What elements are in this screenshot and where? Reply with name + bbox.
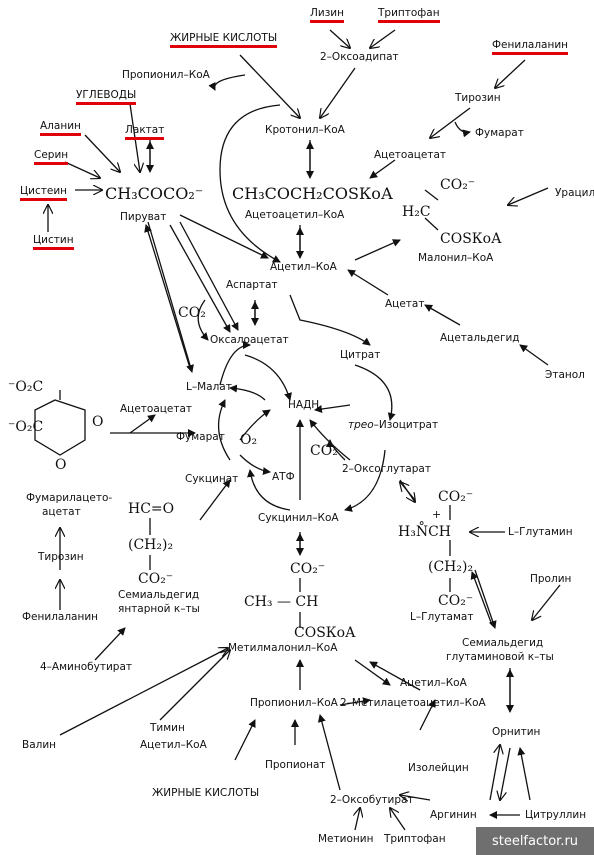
valine-label: Валин [22, 739, 57, 751]
malonyl-co2: CO₂⁻ [440, 177, 476, 193]
co2-right: CO₂ [310, 443, 338, 459]
serine-label: Серин [34, 150, 69, 165]
proline-label: Пролин [530, 573, 572, 585]
threo-prefix: трео [348, 419, 374, 431]
fumarate-right-label: Фумарат [475, 127, 524, 139]
pyruvate-formula: CH₃COCO₂⁻ [105, 184, 204, 203]
acetaldehyde-label: Ацетальдегид [440, 332, 520, 344]
methylacetoacetyl-coa-label: 2–Метилацетоацетил–КоА [340, 697, 486, 709]
watermark: steelfactor.ru [476, 827, 594, 855]
arginine-label: Аргинин [430, 809, 477, 821]
succinic-semialdehyde-label-2: янтарной к–ты [118, 603, 200, 615]
acetyl-coa-lower-label: Ацетил–КоА [400, 677, 467, 689]
fumarate-mid-label: Фумарат [176, 431, 225, 443]
fumarylacetoacetate-label-2: ацетат [42, 506, 81, 518]
succinate-label: Сукцинат [185, 473, 239, 485]
glutamic-semialdehyde-label-1: Семиальдегид [462, 637, 544, 649]
glutamate-nh: H₃N̊CH [398, 524, 451, 540]
fumarylacetoacetate-label-1: Фумарилацето- [26, 492, 113, 504]
l-malate-label: L–Малат [186, 381, 232, 393]
propionate-label: Пропионат [265, 759, 326, 771]
propionyl-coa-top-label: Пропионил–КоА [122, 69, 210, 81]
acetoacetate-top-label: Ацетоацетат [374, 149, 447, 161]
fumarylacetoacetate-co2-a: ⁻O₂C [8, 379, 44, 395]
uracil-label: Урацил [555, 187, 594, 199]
aspartate-label: Аспартат [226, 279, 278, 291]
methionine-label: Метионин [318, 833, 374, 845]
malonyl-cos: COSКоА [440, 231, 502, 247]
o2-formula: O₂ [240, 432, 258, 448]
acetoacetate-mid-label: Ацетоацетат [120, 403, 193, 415]
oxoadipate-label: 2–Оксоадипат [320, 51, 399, 63]
semialdehyde-hc: HC=O [128, 501, 175, 517]
fatty-acids-bottom-label: ЖИРНЫЕ КИСЛОТЫ [152, 787, 260, 799]
citrate-label: Цитрат [340, 349, 381, 361]
nadh-label: НАДН [288, 399, 320, 411]
methylmalonyl-coa-label: Метилмалонил–КоА [228, 642, 338, 654]
methylmalonyl-co2: CO₂⁻ [290, 561, 326, 577]
glutamic-semialdehyde-label-2: глутаминовой к–ты [446, 651, 554, 663]
malonyl-coa-label: Малонил–КоА [418, 252, 494, 264]
malonyl-h2c: H₂C [402, 204, 431, 220]
co2-left: CO₂ [178, 305, 206, 321]
glutamate-co2-bottom: CO₂⁻ [438, 593, 474, 609]
lactate-label: Лактат [125, 125, 165, 140]
crotonyl-coa-label: Кротонил–КоА [265, 124, 345, 136]
phenylalanine-left-label: Фенилаланин [22, 611, 99, 623]
isocitrate-label: трео–Изоцитрат [348, 420, 438, 431]
acetyl-coa-label: Ацетил–КоА [270, 261, 337, 273]
succinyl-coa-label: Сукцинил–КоА [258, 512, 339, 524]
l-glutamate-label: L–Глутамат [410, 611, 474, 623]
tryptophan-bottom-label: Триптофан [384, 833, 446, 845]
tyrosine-right-label: Тирозин [455, 92, 501, 104]
oxobutyrate-label: 2–Оксобутират [330, 794, 414, 806]
acetate-label: Ацетат [385, 298, 425, 310]
fumarylacetoacetate-o1: O [92, 414, 104, 430]
carbohydrates-label: УГЛЕВОДЫ [76, 90, 137, 105]
semialdehyde-ch2: (CH₂)₂ [128, 537, 174, 553]
atp-label: АТФ [272, 471, 295, 483]
ornithine-label: Орнитин [492, 726, 541, 738]
methylmalonyl-ch: CH₃ — CH [244, 594, 319, 610]
alanine-label: Аланин [40, 121, 81, 136]
pyruvate-label: Пируват [120, 211, 167, 223]
glutamate-ch2: (CH₂)₂ [428, 559, 474, 575]
tryptophan-top-label: Триптофан [378, 8, 440, 23]
semialdehyde-co2: CO₂⁻ [138, 571, 174, 587]
methylmalonyl-cos: COSКоА [294, 625, 356, 641]
isocitrate-text: –Изоцитрат [373, 419, 439, 431]
glutamate-co2-top: CO₂⁻ [438, 489, 474, 505]
acetoacetyl-coa-label: Ацетоацетил–КоА [245, 209, 345, 221]
fatty-acids-top-label: ЖИРНЫЕ КИСЛОТЫ [170, 33, 278, 48]
cysteine-label: Цистеин [20, 186, 68, 201]
acetoacetyl-formula: CH₃COCH₂COSКоА [232, 184, 394, 203]
glutamate-plus: + [432, 508, 442, 521]
glutamine-label: L–Глутамин [508, 526, 573, 538]
fumarylacetoacetate-o2: O [55, 457, 67, 473]
succinic-semialdehyde-label-1: Семиальдегид [118, 589, 200, 601]
ethanol-label: Этанол [545, 369, 585, 381]
lysine-label: Лизин [310, 8, 344, 23]
oxoglutarate-label: 2–Оксоглутарат [342, 463, 431, 475]
citrulline-label: Цитруллин [525, 809, 587, 821]
acetyl-coa-bottom-label: Ацетил–КоА [140, 739, 207, 751]
aminobutyrate-label: 4–Аминобутират [40, 661, 132, 673]
cystine-label: Цистин [33, 235, 74, 250]
oxaloacetate-label: Оксалоацетат [210, 334, 289, 346]
fumarylacetoacetate-co2-b: ⁻O₂C [8, 419, 44, 435]
phenylalanine-top-label: Фенилаланин [492, 40, 569, 55]
tyrosine-left-label: Тирозин [38, 551, 84, 563]
isoleucine-label: Изолейцин [408, 762, 469, 774]
propionyl-coa-lower-label: Пропионил–КоА [250, 697, 338, 709]
thymine-label: Тимин [150, 722, 185, 734]
